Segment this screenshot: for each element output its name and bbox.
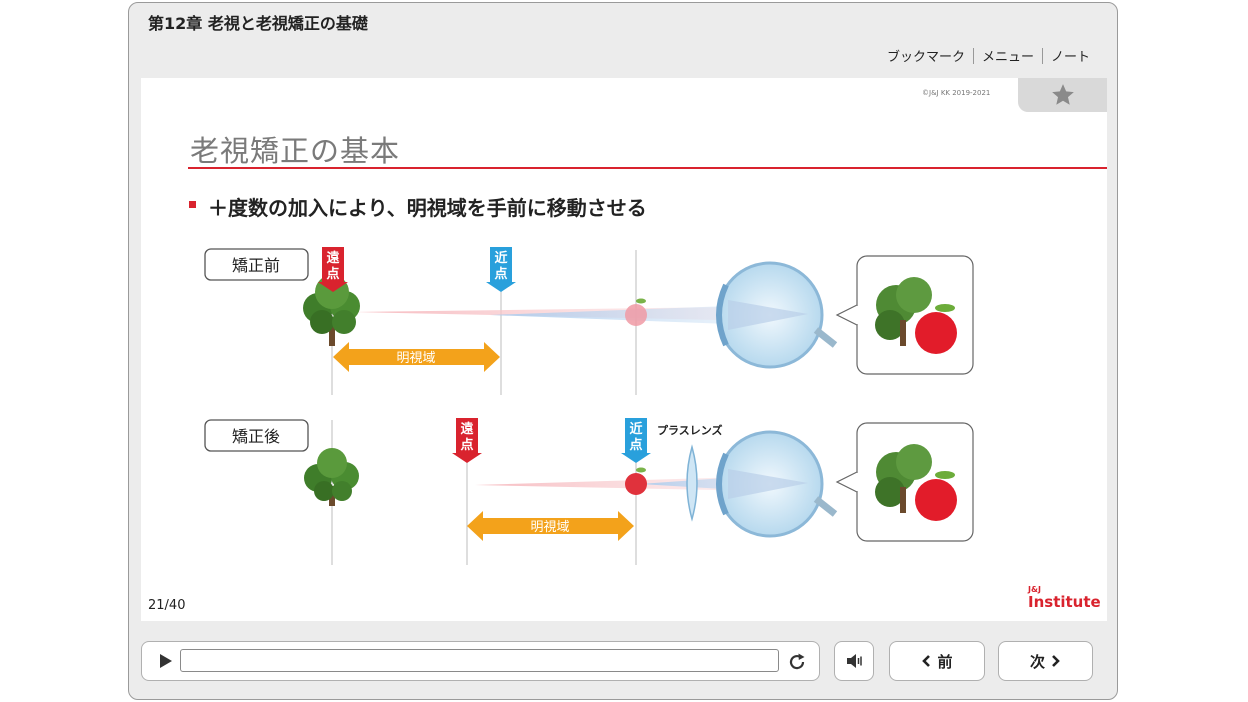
svg-text:遠: 遠 — [460, 421, 473, 437]
eye-illustration — [716, 261, 838, 369]
svg-text:点: 点 — [629, 437, 642, 453]
copyright-text: ©J&J KK 2019-2021 — [922, 89, 991, 97]
near-point-marker: 近 点 — [486, 247, 516, 292]
replay-icon — [789, 653, 805, 670]
play-button[interactable] — [155, 651, 175, 671]
nav-divider — [972, 47, 974, 64]
svg-text:点: 点 — [326, 266, 339, 282]
logo-jj: J&J — [1028, 585, 1041, 594]
after-label-box — [204, 419, 309, 452]
eye-illustration — [716, 430, 838, 538]
play-icon — [160, 654, 172, 668]
plus-lens-label: プラスレンズ — [657, 423, 723, 437]
svg-text:遠: 遠 — [326, 250, 339, 266]
svg-text:点: 点 — [460, 437, 473, 453]
clear-zone-arrow: 明視域 — [333, 342, 500, 372]
nav-divider — [1041, 47, 1043, 64]
chapter-title: 第12章 老視と老視矯正の基礎 — [148, 14, 368, 33]
svg-text:点: 点 — [494, 266, 507, 282]
before-label-box — [204, 248, 309, 281]
svg-text:明視域: 明視域 — [396, 351, 435, 366]
audio-button[interactable] — [834, 641, 874, 681]
top-navigation: ブックマーク メニュー ノート — [879, 46, 1098, 65]
replay-button[interactable] — [786, 651, 808, 673]
svg-text:近: 近 — [629, 421, 642, 437]
chevron-right-icon — [1052, 655, 1060, 667]
logo-institute: Institute — [1028, 593, 1101, 611]
bullet-marker — [189, 201, 196, 208]
note-link[interactable]: ノート — [1050, 50, 1090, 65]
next-button[interactable]: 次 — [998, 641, 1093, 681]
svg-text:近: 近 — [494, 250, 507, 266]
bullet-text: ＋度数の加入により、明視域を手前に移動させる — [208, 196, 647, 220]
institute-logo: J&J Institute — [1028, 586, 1101, 610]
progress-bar[interactable] — [180, 649, 779, 672]
before-row: 矯正前 遠 点 近 点 — [204, 247, 974, 395]
prev-button[interactable]: 前 — [889, 641, 985, 681]
svg-text:明視域: 明視域 — [530, 520, 569, 535]
page-counter: 21/40 — [148, 598, 186, 613]
tree-icon — [304, 448, 359, 506]
after-row: 矯正後 遠 点 近 点 プラスレンズ — [204, 418, 974, 565]
far-point-marker: 遠 点 — [318, 247, 348, 292]
perceived-view-bubble — [835, 422, 974, 542]
plus-lens-icon — [686, 444, 698, 522]
before-label: 矯正前 — [232, 256, 280, 275]
title-underline — [188, 167, 1107, 169]
bookmark-link[interactable]: ブックマーク — [886, 50, 965, 65]
far-point-marker: 遠 点 — [452, 418, 482, 463]
menu-link[interactable]: メニュー — [981, 50, 1034, 65]
apple-icon — [625, 467, 647, 495]
star-icon — [1051, 84, 1074, 105]
bookmark-star-button[interactable] — [1018, 78, 1107, 112]
prev-label: 前 — [937, 652, 953, 671]
near-point-marker: 近 点 — [621, 418, 651, 463]
speaker-icon — [847, 654, 862, 668]
chevron-left-icon — [922, 655, 931, 667]
after-label: 矯正後 — [232, 427, 280, 446]
next-label: 次 — [1029, 652, 1045, 671]
slide-title: 老視矯正の基本 — [190, 134, 401, 168]
clear-zone-arrow: 明視域 — [467, 511, 634, 541]
perceived-view-bubble — [835, 255, 974, 375]
apple-icon — [625, 298, 647, 326]
